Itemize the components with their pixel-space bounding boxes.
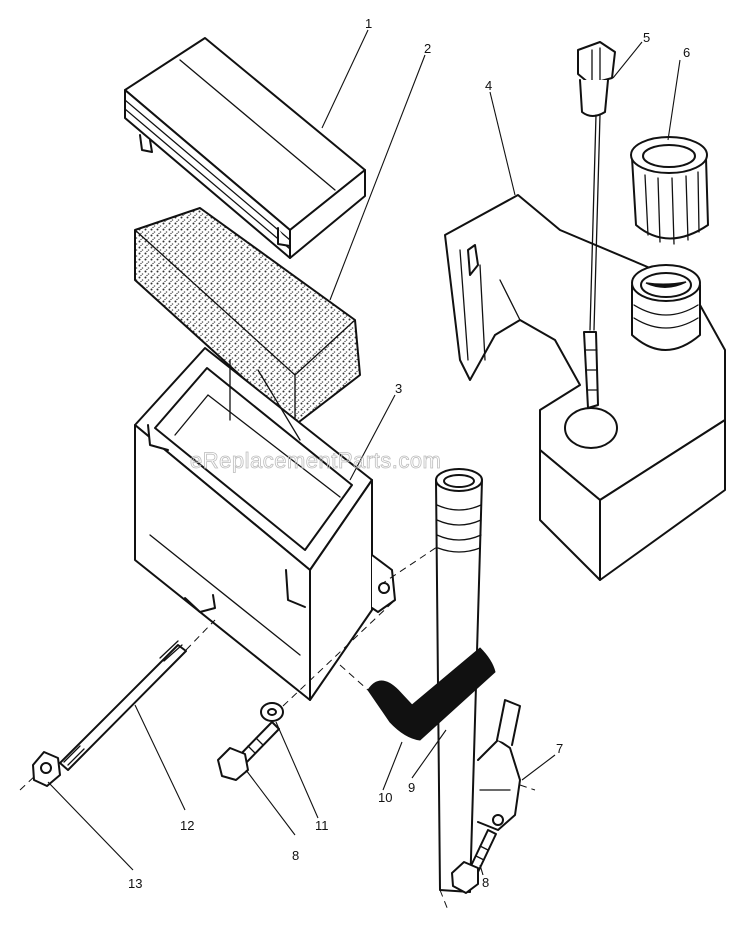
assembly-lines: [19, 544, 536, 911]
hex-nut: [32, 751, 61, 787]
callout-2: 2: [424, 41, 431, 56]
screw-bottom: [451, 829, 497, 894]
washer: [260, 702, 284, 722]
callout-3: 3: [395, 381, 402, 396]
fuel-gauge: [577, 41, 616, 409]
air-cleaner-cover: [124, 37, 366, 259]
callout-9: 9: [408, 780, 415, 795]
callout-1: 1: [365, 16, 372, 31]
callout-5: 5: [643, 30, 650, 45]
callout-10: 10: [378, 790, 392, 805]
callout-numbers: 1 2 3 4 5 6 7 8 9 10 11 8 12 13: [128, 16, 690, 891]
fuel-hose: [367, 647, 496, 741]
callout-6: 6: [683, 45, 690, 60]
leader-lines: [47, 29, 681, 876]
watermark: eReplacementParts.com: [190, 448, 441, 473]
callout-4: 4: [485, 78, 492, 93]
fuel-cap: [630, 136, 709, 245]
callout-12: 12: [180, 818, 194, 833]
tank-filler-neck: [631, 264, 701, 351]
callout-8-bottom: 8: [482, 875, 489, 890]
fuel-tank: [444, 194, 726, 581]
air-cleaner-base: [134, 347, 396, 701]
screw-left: [217, 721, 280, 781]
callout-11: 11: [315, 818, 329, 833]
long-bolt: [59, 640, 187, 771]
clamp-bracket: [477, 699, 521, 831]
callout-7: 7: [556, 741, 563, 756]
foam-element: [134, 207, 361, 426]
callout-8-left: 8: [292, 848, 299, 863]
callout-13: 13: [128, 876, 142, 891]
